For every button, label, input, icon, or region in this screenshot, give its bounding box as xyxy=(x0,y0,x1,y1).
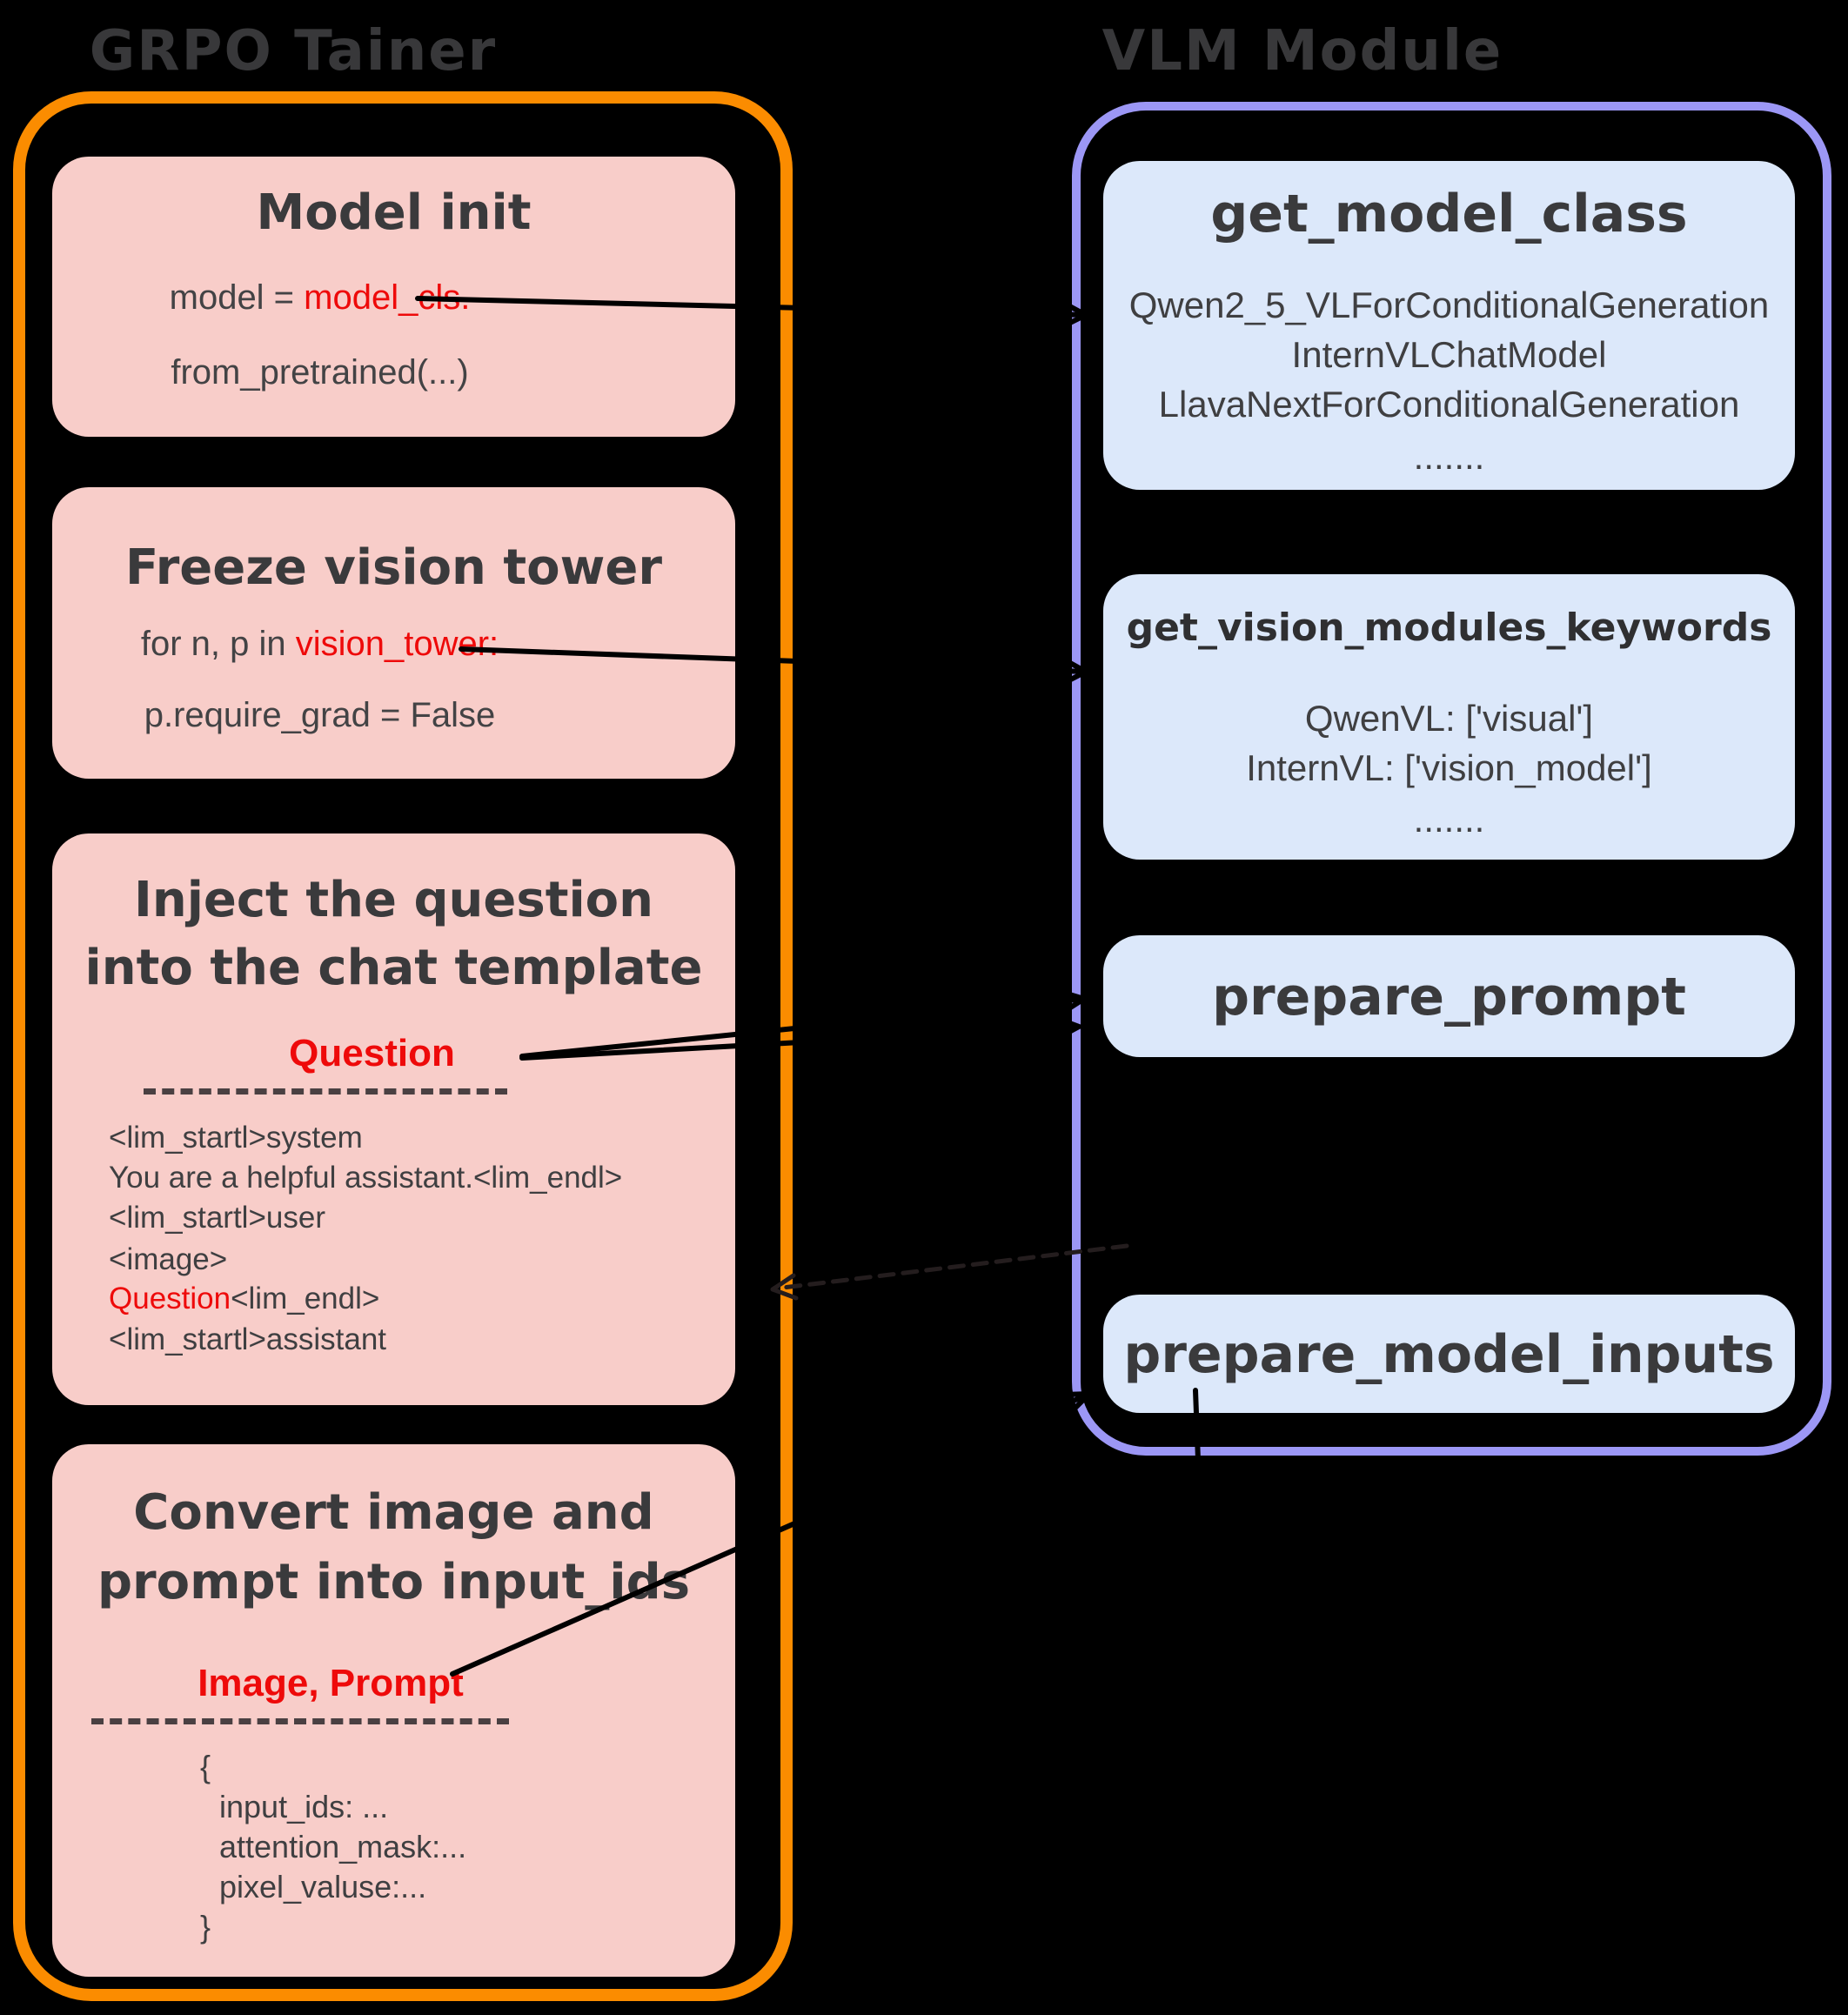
json-line: pixel_valuse:... xyxy=(219,1869,427,1905)
model-class-item: LlavaNextForConditionalGeneration xyxy=(1158,384,1740,425)
code-highlight: vision_tower: xyxy=(295,625,499,663)
chat-template-line-question: Question<lim_endl> xyxy=(109,1282,379,1316)
divider-line xyxy=(91,1718,509,1724)
freeze-code-2: p.require_grad = False xyxy=(144,696,496,734)
convert-title-line2: prompt into input_ids xyxy=(97,1554,691,1610)
convert-title-line1: Convert image and xyxy=(133,1484,654,1541)
code-text: <lim_endl> xyxy=(231,1282,380,1315)
chat-template-line: <lim_startl>user xyxy=(109,1201,325,1235)
model-init-code-2: from_pretrained(...) xyxy=(171,353,469,392)
inject-question-box: Inject the question into the chat templa… xyxy=(52,833,735,1405)
divider-line xyxy=(144,1088,507,1095)
chat-template-line: <lim_startl>system xyxy=(109,1121,363,1155)
chat-template-line: You are a helpful assistant.<lim_endl> xyxy=(109,1161,623,1195)
model-class-item: Qwen2_5_VLForConditionalGeneration xyxy=(1128,285,1770,325)
get-vision-modules-keywords-box: get_vision_modules_keywords QwenVL: ['vi… xyxy=(1103,574,1795,860)
prepare-model-inputs-title: prepare_model_inputs xyxy=(1123,1324,1775,1385)
get-model-class-box: get_model_class Qwen2_5_VLForConditional… xyxy=(1103,161,1795,490)
keywords-item: InternVL: ['vision_model'] xyxy=(1246,747,1652,788)
json-line: input_ids: ... xyxy=(219,1789,389,1824)
chat-template-line: <lim_startl>assistant xyxy=(109,1322,387,1356)
get-vision-modules-keywords-title: get_vision_modules_keywords xyxy=(1126,606,1772,650)
code-text: model = xyxy=(169,278,305,317)
keywords-item: QwenVL: ['visual'] xyxy=(1304,698,1594,739)
freeze-vision-tower-box: Freeze vision tower for n, p in vision_t… xyxy=(52,487,735,779)
model-init-code-1: model = model_cls. xyxy=(52,278,735,318)
ellipsis-item: ....... xyxy=(1413,436,1485,477)
json-line: { xyxy=(200,1749,211,1784)
prepare-model-inputs-box: prepare_model_inputs xyxy=(1103,1295,1795,1413)
freeze-vision-tower-title: Freeze vision tower xyxy=(125,539,662,596)
inject-question-title-line1: Inject the question xyxy=(133,872,654,928)
code-highlight: model_cls. xyxy=(304,278,471,317)
prepare-prompt-box: prepare_prompt xyxy=(1103,935,1795,1057)
vlm-module-container xyxy=(1072,102,1831,1456)
image-prompt-label: Image, Prompt xyxy=(198,1662,464,1704)
model-init-box: Model init model = model_cls. from_pretr… xyxy=(52,157,735,437)
prepare-prompt-title: prepare_prompt xyxy=(1212,967,1686,1028)
model-init-title: Model init xyxy=(256,184,532,241)
model-class-item: InternVLChatModel xyxy=(1291,334,1607,375)
freeze-code-1: for n, p in vision_tower: xyxy=(52,625,735,664)
inject-question-title-line2: into the chat template xyxy=(84,940,703,996)
json-line: } xyxy=(200,1909,211,1945)
json-line: attention_mask:... xyxy=(219,1829,467,1864)
code-highlight: Question xyxy=(109,1282,231,1315)
get-model-class-title: get_model_class xyxy=(1210,184,1688,244)
convert-image-prompt-box: Convert image and prompt into input_ids … xyxy=(52,1444,735,1977)
question-label: Question xyxy=(289,1032,455,1074)
ellipsis-item: ....... xyxy=(1413,799,1485,840)
code-text: for n, p in xyxy=(140,625,296,663)
right-panel-title: VLM Module xyxy=(1101,19,1503,84)
chat-template-line: <image> xyxy=(109,1242,228,1276)
left-panel-title: GRPO Tainer xyxy=(89,19,498,84)
